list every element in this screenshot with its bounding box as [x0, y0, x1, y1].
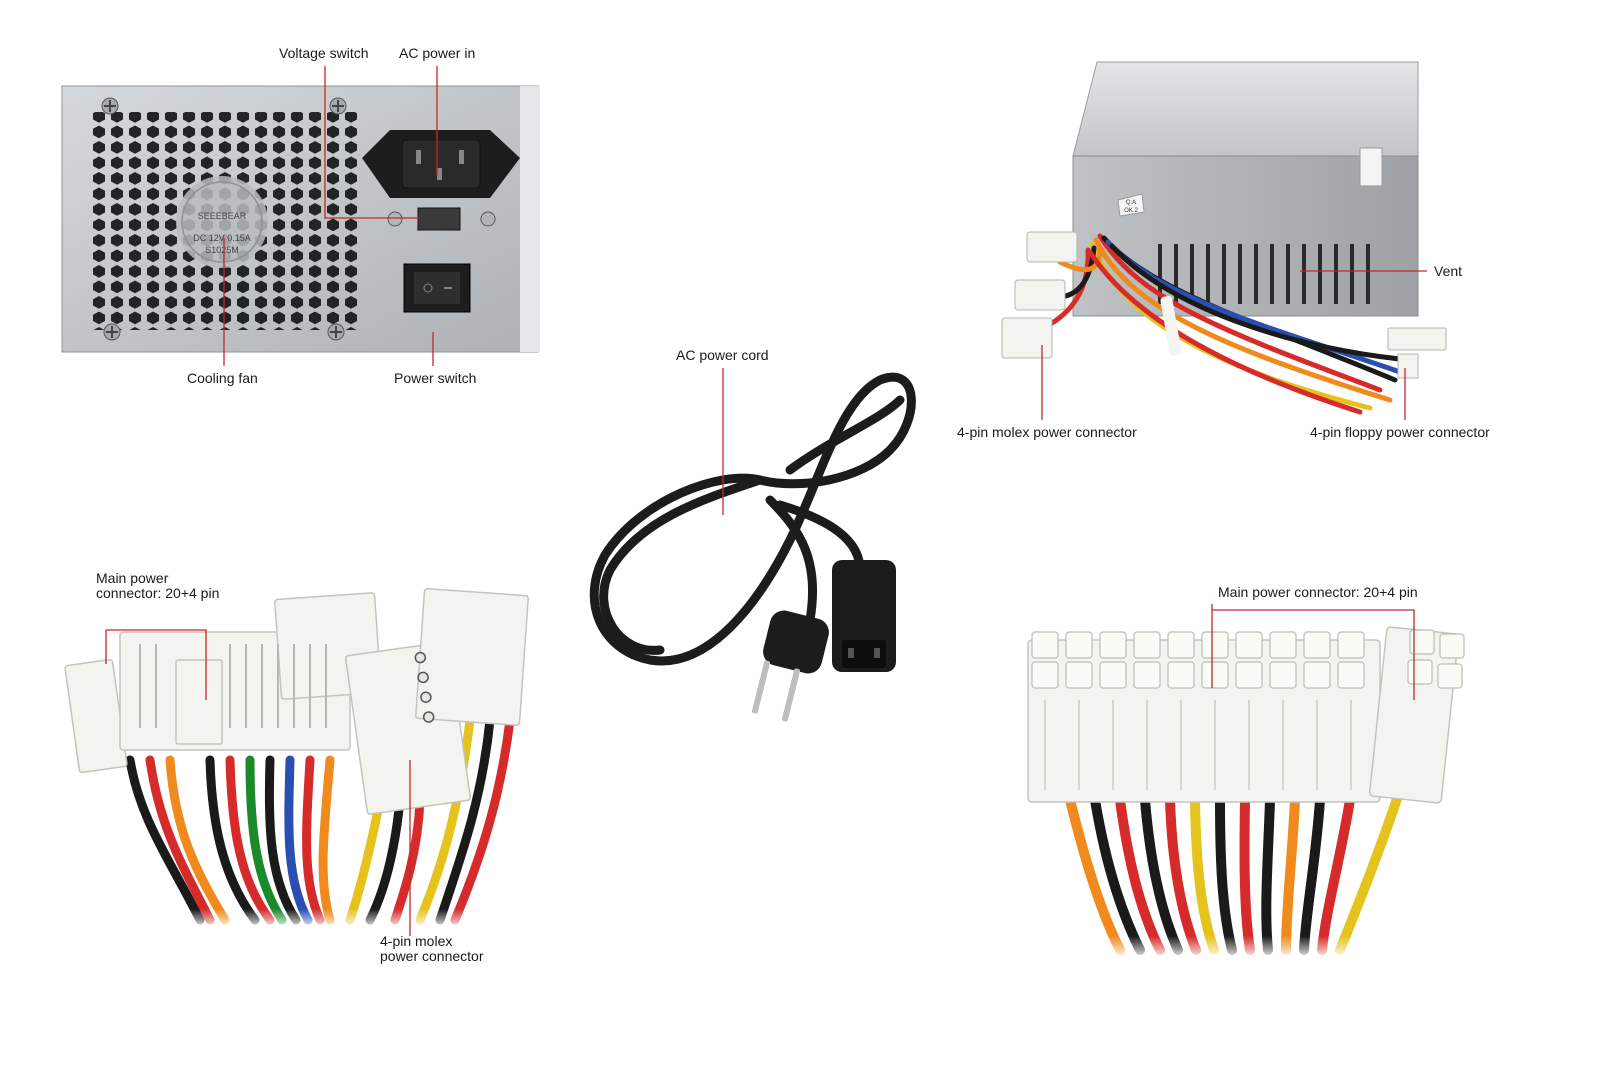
label-vent: Vent — [1434, 263, 1463, 279]
fan-label-rating: DC 12V 0.15A — [193, 233, 251, 243]
power-switch — [403, 263, 471, 313]
ac-power-cord — [589, 372, 916, 666]
qa-sticker-line1: Q.A — [1126, 200, 1136, 206]
label-floppy: 4-pin floppy power connector — [1310, 424, 1490, 440]
molex-pins — [414, 651, 435, 723]
main-connector-right — [1027, 626, 1465, 960]
label-ac-power-in: AC power in — [399, 45, 476, 61]
psu-box: Q.A OK.2 — [1001, 61, 1447, 415]
floppy-connector — [1387, 327, 1447, 379]
fan-grille — [88, 112, 358, 330]
label-main-power-left: Main power connector: 20+4 pin — [96, 570, 220, 601]
molex-connector-top — [1001, 231, 1078, 359]
pin-sockets — [1031, 629, 1465, 689]
cable-bundle — [1037, 233, 1413, 415]
connector-cluster-left — [60, 587, 550, 930]
psu-back-panel: SEEEBEAR DC 12V 0.15A S1025M — [61, 85, 540, 353]
qa-sticker-line2: OK.2 — [1124, 208, 1138, 214]
label-cooling-fan: Cooling fan — [187, 370, 258, 386]
label-voltage-switch: Voltage switch — [279, 45, 369, 61]
screw-icon — [101, 97, 347, 341]
fan-label-model: S1025M — [205, 245, 239, 255]
ac-inlet — [362, 130, 520, 198]
label-molex-top: 4-pin molex power connector — [957, 424, 1137, 440]
iec-connector-icon — [832, 560, 896, 672]
vent-slots — [1158, 244, 1370, 304]
label-ac-power-cord: AC power cord — [676, 347, 769, 363]
voltage-switch — [387, 207, 496, 231]
fan-label-brand: SEEEBEAR — [198, 211, 247, 221]
label-power-switch: Power switch — [394, 370, 477, 386]
plug-icon — [751, 610, 829, 722]
label-main-power-right: Main power connector: 20+4 pin — [1218, 584, 1418, 600]
label-molex-bottom: 4-pin molex power connector — [380, 933, 484, 964]
leader-lines — [105, 66, 1427, 936]
